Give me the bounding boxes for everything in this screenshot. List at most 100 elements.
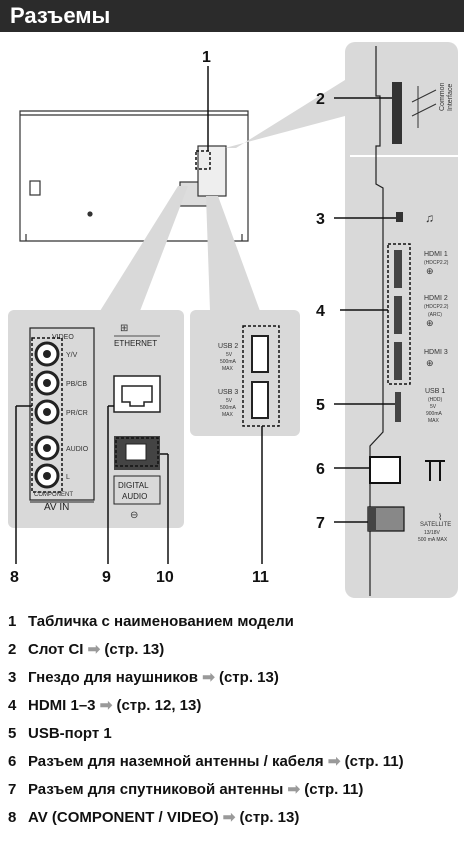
- legend-list: 1 Табличка с наименованием модели 2 Слот CI…: [8, 612, 458, 836]
- usb1-max: MAX: [428, 418, 440, 424]
- callout-8: 8: [10, 569, 19, 586]
- hdmi2-input-icon: ⊕: [426, 318, 434, 328]
- jack-label-pr: PR/CR: [66, 410, 88, 417]
- legend-number: 6: [8, 753, 17, 770]
- legend-item-8: 8 AV (COMPONENT / VIDEO) ➡ (стр. 13): [8, 808, 458, 828]
- callout-6: 6: [316, 461, 325, 478]
- av-jacks: [34, 341, 60, 489]
- ci-label-2: Interface: [447, 84, 454, 111]
- legend-item-6: 6 Разъем для наземной антенны / кабеля ➡ …: [8, 752, 458, 772]
- beam-to-usb: [206, 196, 260, 311]
- legend-text: Слот CI ➡ (стр. 13): [28, 641, 165, 658]
- usb3-port: [251, 381, 269, 419]
- legend-text: USB-порт 1: [28, 725, 112, 742]
- callout-2: 2: [316, 91, 325, 108]
- satellite-voltage: 13/18V: [424, 530, 441, 536]
- legend-item-2: 2 Слот CI ➡ (стр. 13): [8, 640, 458, 660]
- av-panel-outline: [29, 327, 95, 501]
- arrow-icon: ➡: [99, 697, 113, 714]
- callout-5: 5: [316, 397, 325, 414]
- legend-number: 1: [8, 613, 17, 630]
- terrestrial-connector: [369, 456, 401, 484]
- hdmi3-port: [394, 342, 402, 380]
- satellite-dish-icon: ⌇: [438, 512, 442, 522]
- hdmi-group-highlight: [387, 243, 411, 385]
- page-reference-link[interactable]: (стр. 13): [218, 669, 279, 686]
- page-reference-link[interactable]: (стр. 11): [304, 781, 364, 798]
- hdmi1-port: [394, 250, 402, 288]
- headphone-jack: [396, 212, 403, 222]
- arrow-icon: ➡: [87, 641, 101, 658]
- legend-item-5: 5 USB-порт 1: [8, 724, 458, 744]
- digital-audio-highlight: [115, 437, 159, 467]
- beam-to-panel: [225, 80, 345, 148]
- legend-text: Гнездо для наушников ➡ (стр. 13): [28, 669, 279, 686]
- ci-slot: [392, 82, 402, 144]
- hdmi1-sub: (HDCP2.2): [424, 260, 449, 266]
- legend-number: 5: [8, 725, 17, 742]
- legend-number: 4: [8, 697, 17, 714]
- arrow-icon: ➡: [287, 781, 301, 798]
- arrow-icon: ➡: [327, 753, 341, 770]
- model-plate-highlight: [195, 150, 211, 170]
- legend-text: Разъем для наземной антенны / кабеля ➡ (…: [28, 753, 404, 770]
- section-header: Разъемы: [0, 0, 464, 32]
- usb2-voltage: 5V: [226, 352, 233, 358]
- callout-3: 3: [316, 211, 325, 228]
- page-reference-link[interactable]: (стр. 13): [104, 641, 165, 658]
- hdmi2-arc: (ARC): [428, 312, 442, 318]
- jack-label-pb: PB/CB: [66, 381, 87, 388]
- hdmi2-sub: (HDCP2.2): [424, 304, 449, 310]
- usb1-label: USB 1: [425, 388, 445, 395]
- hdmi2-label: HDMI 2: [424, 295, 448, 302]
- legend-number: 8: [8, 809, 17, 826]
- av-jacks-highlight: [31, 337, 63, 493]
- section-title: Разъемы: [10, 3, 111, 28]
- arrow-icon: ➡: [202, 669, 215, 686]
- connector-diagram: Common Interface ♫ HDMI 1 (HDCP2.2) ⊕ HD…: [8, 42, 458, 598]
- jack-label-y: Y/V: [66, 352, 78, 359]
- output-icon: ⊖: [130, 510, 138, 521]
- satellite-current: 500 mA MAX: [418, 537, 448, 543]
- page-reference-link[interactable]: (стр. 13): [239, 809, 300, 826]
- page-reference-link[interactable]: (стр. 11): [344, 753, 404, 770]
- callout-9: 9: [102, 569, 111, 586]
- ethernet-label: ETHERNET: [114, 339, 157, 348]
- callout-4: 4: [316, 303, 325, 320]
- legend-text: AV (COMPONENT / VIDEO) ➡ (стр. 13): [28, 809, 300, 826]
- usb1-hdd: (HDD): [428, 397, 442, 403]
- legend-item-1: 1 Табличка с наименованием модели: [8, 612, 458, 632]
- usb2-label: USB 2: [218, 343, 238, 350]
- usb1-voltage: 5V: [430, 404, 437, 410]
- usb1-port: [395, 392, 401, 422]
- legend-text: Табличка с наименованием модели: [28, 613, 294, 630]
- legend-item-4: 4 HDMI 1–3 ➡ (стр. 12, 13): [8, 696, 458, 716]
- beam-to-av: [100, 186, 188, 311]
- component-label: COMPONENT: [34, 492, 73, 498]
- hdmi1-label: HDMI 1: [424, 251, 448, 258]
- jack-label-l: L: [66, 474, 70, 481]
- hdmi2-port: [394, 296, 402, 334]
- usb-box: [190, 310, 300, 436]
- usb3-label: USB 3: [218, 389, 238, 396]
- usb2-current: 500mA: [220, 359, 237, 365]
- digital-label: DIGITAL: [118, 481, 149, 490]
- jack-label-audio: AUDIO: [66, 446, 89, 453]
- legend-text: HDMI 1–3 ➡ (стр. 12, 13): [28, 697, 202, 714]
- hdmi3-label: HDMI 3: [424, 349, 448, 356]
- legend-text: Разъем для спутниковой антенны ➡ (стр. 1…: [28, 781, 364, 798]
- satellite-label: SATELLITE: [420, 522, 451, 528]
- hdmi3-input-icon: ⊕: [426, 358, 434, 368]
- usb2-max: MAX: [222, 366, 234, 372]
- legend-number: 7: [8, 781, 17, 798]
- callout-11: 11: [252, 569, 269, 586]
- tv-side-profile: [369, 46, 384, 596]
- usb1-current: 900mA: [426, 411, 443, 417]
- network-icon: ⊞: [120, 323, 128, 334]
- audio-label: AUDIO: [122, 492, 147, 501]
- headphone-icon: ♫: [425, 211, 434, 225]
- legend-number: 2: [8, 641, 17, 658]
- av-in-label: AV IN: [44, 502, 69, 513]
- page-reference-link[interactable]: (стр. 12, 13): [116, 697, 202, 714]
